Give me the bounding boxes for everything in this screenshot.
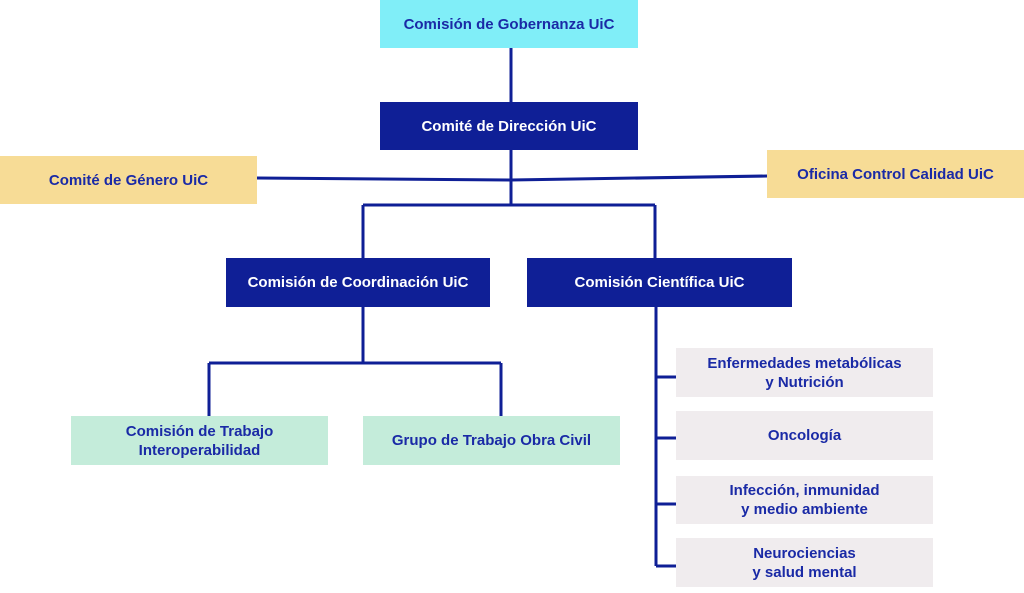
node-label: Comisión de Trabajo Interoperabilidad	[125, 422, 274, 459]
node-neurociencias: Neurociencias y salud mental	[676, 538, 933, 587]
node-label: Grupo de Trabajo Obra Civil	[391, 432, 592, 449]
node-label: Comisión Científica UiC	[574, 274, 745, 291]
node-comite-genero: Comité de Género UiC	[0, 156, 257, 204]
node-comite-direccion: Comité de Dirección UiC	[380, 102, 638, 150]
node-label: Oficina Control Calidad UiC	[797, 165, 994, 183]
node-comision-coordinacion: Comisión de Coordinación UiC	[226, 258, 490, 307]
node-label: Comisión de Gobernanza UiC	[403, 15, 615, 33]
node-comision-interoperabilidad: Comisión de Trabajo Interoperabilidad	[71, 416, 328, 465]
node-label: Comisión de Coordinación UiC	[247, 274, 469, 291]
node-oficina-calidad: Oficina Control Calidad UiC	[767, 150, 1024, 198]
node-label: Comité de Dirección UiC	[421, 117, 597, 135]
node-comision-gobernanza: Comisión de Gobernanza UiC	[380, 0, 638, 48]
node-infeccion-inmunidad: Infección, inmunidad y medio ambiente	[676, 476, 933, 524]
node-enfermedades-metabolicas: Enfermedades metabólicas y Nutrición	[676, 348, 933, 397]
connector-side-right	[510, 174, 768, 182]
node-label: Infección, inmunidad y medio ambiente	[729, 482, 880, 518]
node-comision-cientifica: Comisión Científica UiC	[527, 258, 792, 307]
connector-side-left	[256, 176, 512, 182]
node-label: Neurociencias y salud mental	[752, 544, 857, 581]
node-oncologia: Oncología	[676, 411, 933, 460]
node-grupo-obra-civil: Grupo de Trabajo Obra Civil	[363, 416, 620, 465]
node-label: Comité de Género UiC	[48, 171, 209, 189]
node-label: Oncología	[767, 427, 842, 444]
node-label: Enfermedades metabólicas y Nutrición	[707, 354, 902, 391]
